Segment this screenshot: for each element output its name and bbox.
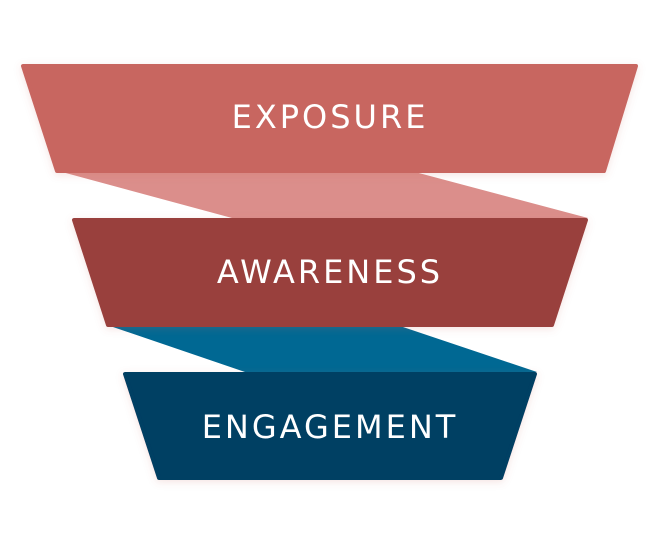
stage-label-engagement: ENGAGEMENT	[202, 408, 459, 446]
stage-exposure: EXPOSURE	[21, 64, 638, 173]
stage-label-exposure: EXPOSURE	[232, 98, 429, 136]
connector-awareness-engagement	[110, 326, 537, 372]
stage-awareness: AWARENESS	[72, 218, 588, 327]
stage-label-awareness: AWARENESS	[217, 253, 443, 291]
stage-engagement: ENGAGEMENT	[123, 372, 537, 480]
connector-exposure-awareness	[62, 172, 588, 218]
